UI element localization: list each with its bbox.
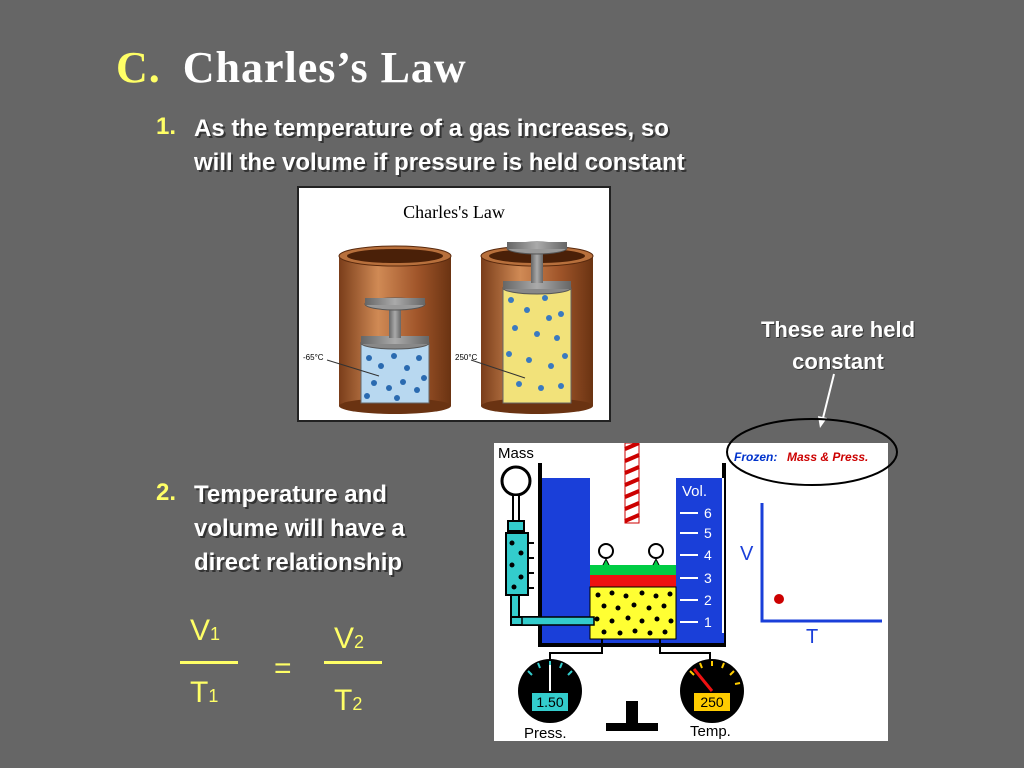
stand [606,723,658,731]
t1-term: T1 [190,676,219,709]
temperature-gauge: 250 [680,659,744,723]
t2-term: T2 [334,684,363,717]
right-fraction-bar [324,661,382,664]
title-text: Charles’s Law [182,43,467,92]
hot-cylinder: 250°C [455,241,594,414]
cold-cylinder: -65°C [303,245,452,414]
mass-label: Mass [498,445,534,462]
gas-apparatus-figure: Mass Vol. 6 5 4 3 2 1 [494,441,888,742]
point-2-line-1: Temperature and [194,481,387,508]
cold-temp-label: -65°C [303,353,324,362]
piston [590,575,676,587]
point-1-line-2: will the volume if pressure is held cons… [194,149,685,176]
temperature-value: 250 [700,694,724,710]
slide-title: C. Charles’s Law [116,42,467,93]
mass-reservoir [505,532,529,596]
temperature-label: Temp. [690,723,731,740]
note-line-2: constant [792,349,884,374]
frozen-items: Mass & Press. [787,450,868,464]
point-1-number: 1. [156,113,177,140]
mass-dial [500,465,532,497]
v-t-graph: V T [740,503,882,648]
held-constant-note: These are held constant [738,314,938,378]
charles-equation: V1 T1 = V2 T2 [176,612,386,722]
figure-caption: Charles's Law [403,202,505,222]
v1-term: V1 [190,614,221,647]
point-2-number: 2. [156,479,177,506]
data-point [774,594,784,604]
point-1-line-1: As the temperature of a gas increases, s… [194,115,669,142]
pressure-value: 1.50 [536,694,563,710]
vol-tick-2: 2 [704,592,712,608]
point-2-text: Temperature and volume will have a direc… [194,478,405,580]
v2-term: V2 [334,622,365,655]
pressure-label: Press. [524,725,567,741]
vol-tick-3: 3 [704,570,712,586]
frozen-highlight-ellipse [726,418,898,486]
point-2-line-3: direct relationship [194,549,403,576]
point-2-line-2: volume will have a [194,515,405,542]
section-letter: C. [116,43,161,92]
point-1-text: As the temperature of a gas increases, s… [194,112,685,180]
note-line-1: These are held [760,317,916,342]
apparatus-drawing: Mass Vol. 6 5 4 3 2 1 [498,441,882,742]
vol-tick-6: 6 [704,505,712,521]
left-fraction-bar [180,661,238,664]
frozen-label: Frozen: [734,450,777,464]
graph-x-label: T [806,626,818,648]
equals-sign: = [274,652,292,685]
graph-y-label: V [740,543,754,565]
vol-tick-5: 5 [704,525,712,541]
vol-label: Vol. [682,483,707,500]
vol-tick-1: 1 [704,614,712,630]
vol-tick-4: 4 [704,547,712,563]
pressure-gauge: 1.50 [518,659,582,723]
charles-law-illustration: Charles's Law -65°C [297,186,611,422]
volume-scale [676,478,722,643]
hot-temp-label: 250°C [455,353,478,362]
cylinders-drawing: Charles's Law -65°C [303,202,594,414]
